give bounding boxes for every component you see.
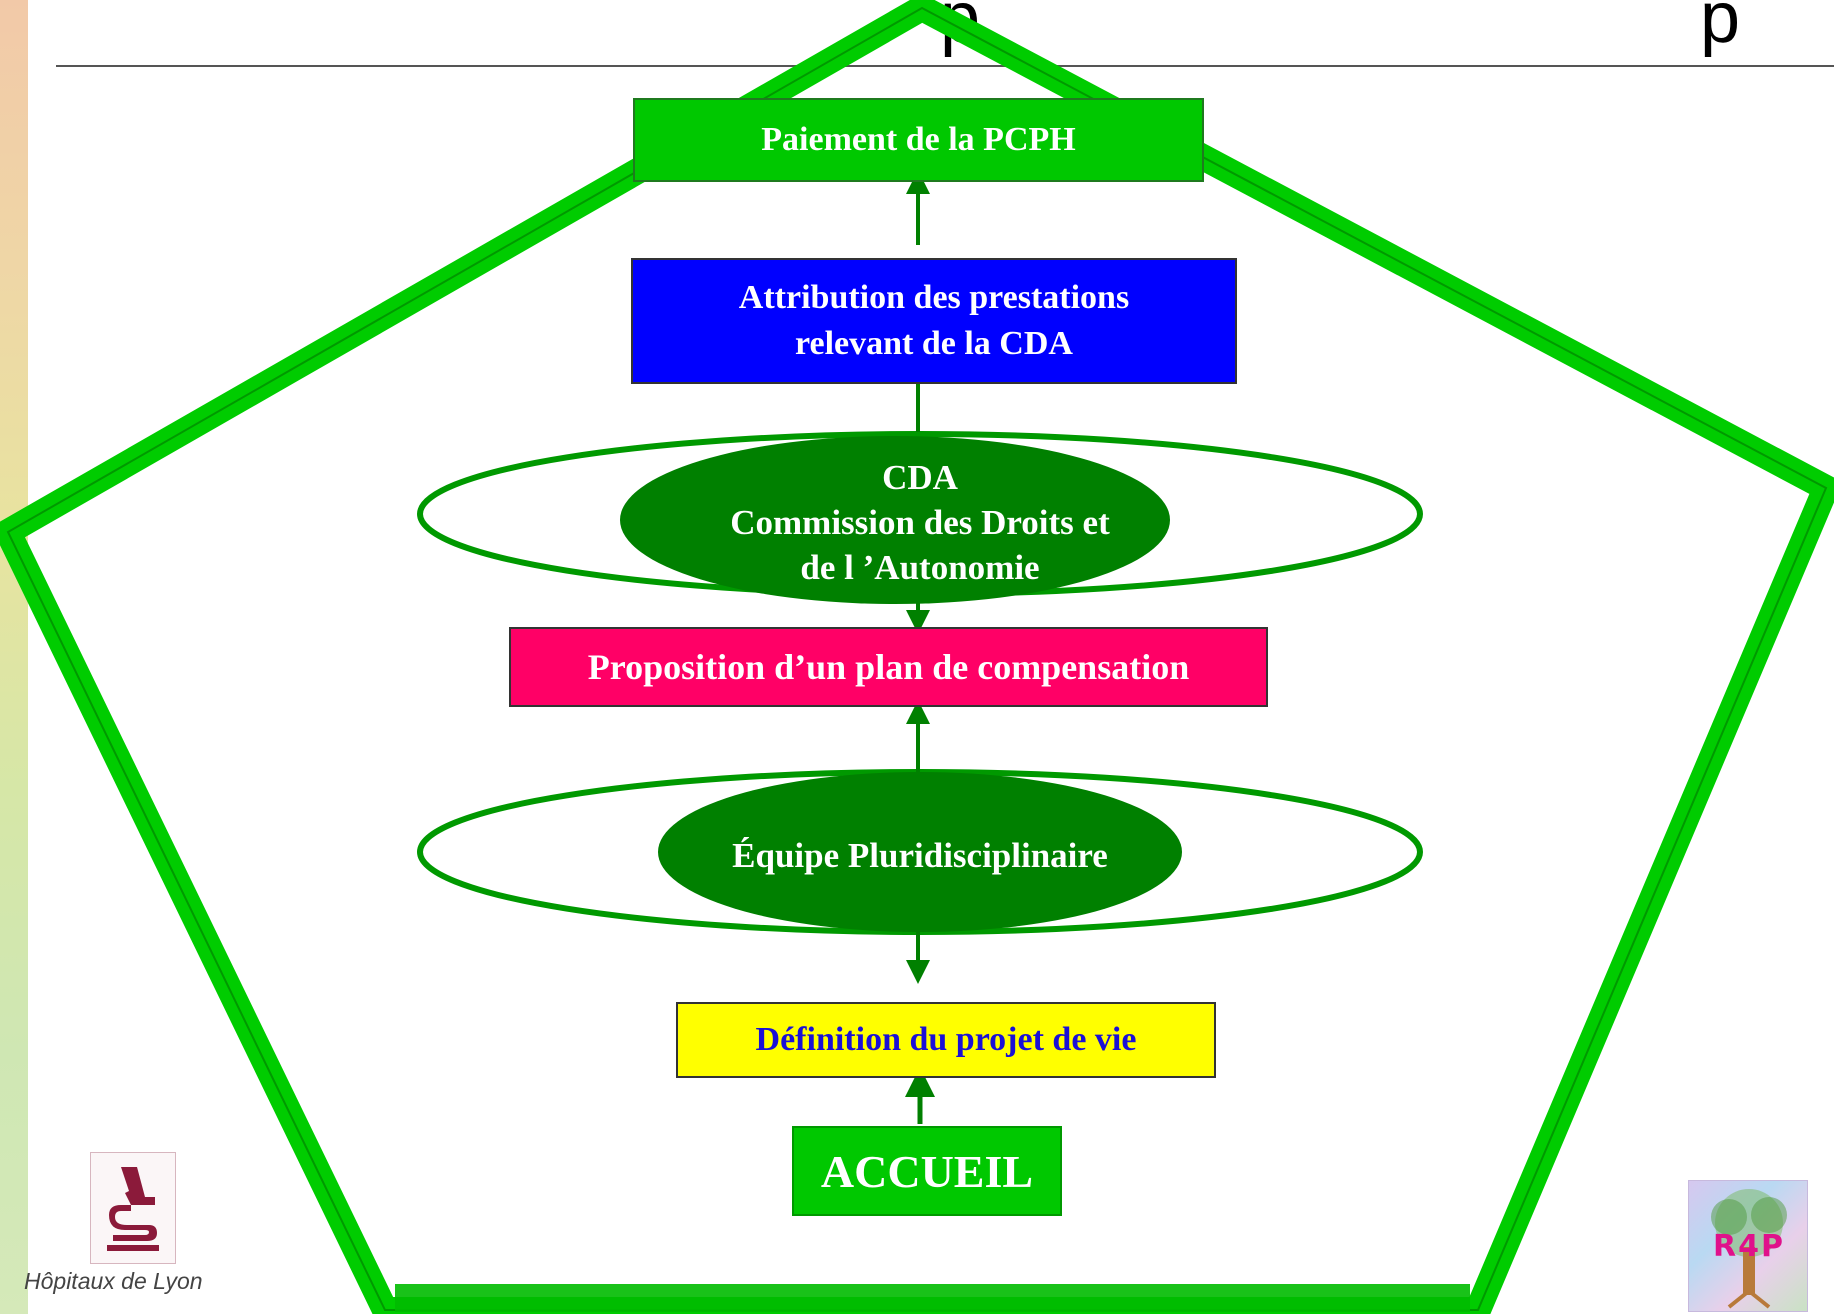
cda-acronym: CDA	[882, 458, 958, 497]
box-attribution-line1: Attribution des prestations	[738, 279, 1130, 316]
footer-faint-band	[395, 1284, 1470, 1312]
box-attribution-prestations: Attribution des prestations relevant de …	[631, 258, 1237, 384]
cda-inner-oval	[620, 436, 1170, 604]
cda-name-line1: Commission des Droits et	[730, 503, 1110, 542]
microscope-icon	[107, 1167, 159, 1251]
r4p-logo: R4P	[1688, 1180, 1808, 1312]
box-paiement-pcph-label: Paiement de la PCPH	[761, 121, 1076, 158]
box-paiement-pcph: Paiement de la PCPH	[633, 98, 1204, 182]
cda-oval-text: CDA Commission des Droits et de l ’Auton…	[620, 455, 1220, 590]
box-projet-label: Définition du projet de vie	[755, 1021, 1137, 1058]
cda-name-line2: de l ’Autonomie	[800, 548, 1040, 587]
box-proposition-plan: Proposition d’un plan de compensation	[509, 627, 1268, 707]
r4p-logo-text: R4P	[1713, 1229, 1785, 1264]
box-proposition-label: Proposition d’un plan de compensation	[587, 647, 1190, 687]
box-definition-projet-de-vie: Définition du projet de vie	[676, 1002, 1216, 1078]
box-accueil: ACCUEIL	[792, 1126, 1062, 1216]
tree-icon	[1711, 1189, 1787, 1309]
equipe-oval-text: Équipe Pluridisciplinaire	[640, 833, 1200, 878]
hcl-logo	[90, 1152, 176, 1264]
title-fragment-right: p	[1700, 0, 1740, 58]
box-attribution-line2: relevant de la CDA	[795, 325, 1073, 362]
equipe-inner-oval	[658, 772, 1182, 932]
decorative-left-strip	[0, 0, 28, 1314]
equipe-label: Équipe Pluridisciplinaire	[732, 836, 1108, 875]
hcl-logo-text: Hôpitaux de Lyon	[24, 1268, 203, 1294]
box-accueil-label: ACCUEIL	[820, 1145, 1034, 1197]
